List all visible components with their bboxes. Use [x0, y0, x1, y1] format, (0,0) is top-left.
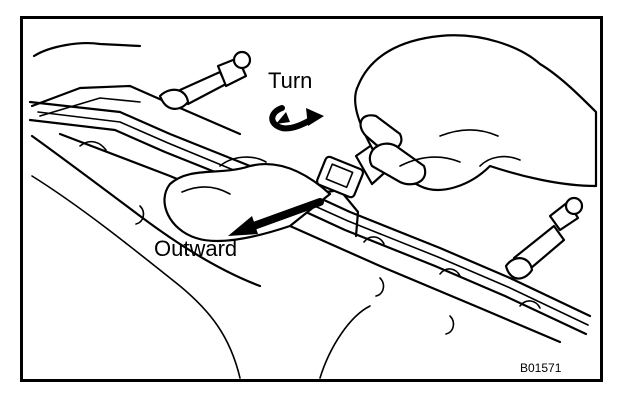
illustration-frame: Turn Outward B01571: [20, 16, 603, 382]
curved-rotate-arrow-icon: [269, 105, 324, 132]
outward-label: Outward: [154, 236, 237, 261]
outward-arrow-icon: [228, 198, 324, 236]
plug-left: [158, 50, 252, 110]
holding-hand: [163, 156, 332, 242]
engine-outline: [30, 42, 371, 379]
turn-label: Turn: [268, 68, 312, 93]
connector-removal-illustration: Turn Outward B01571: [20, 16, 603, 382]
figure-code: B01571: [520, 361, 562, 375]
plug-right: [504, 196, 584, 280]
turning-hand: [354, 34, 598, 191]
